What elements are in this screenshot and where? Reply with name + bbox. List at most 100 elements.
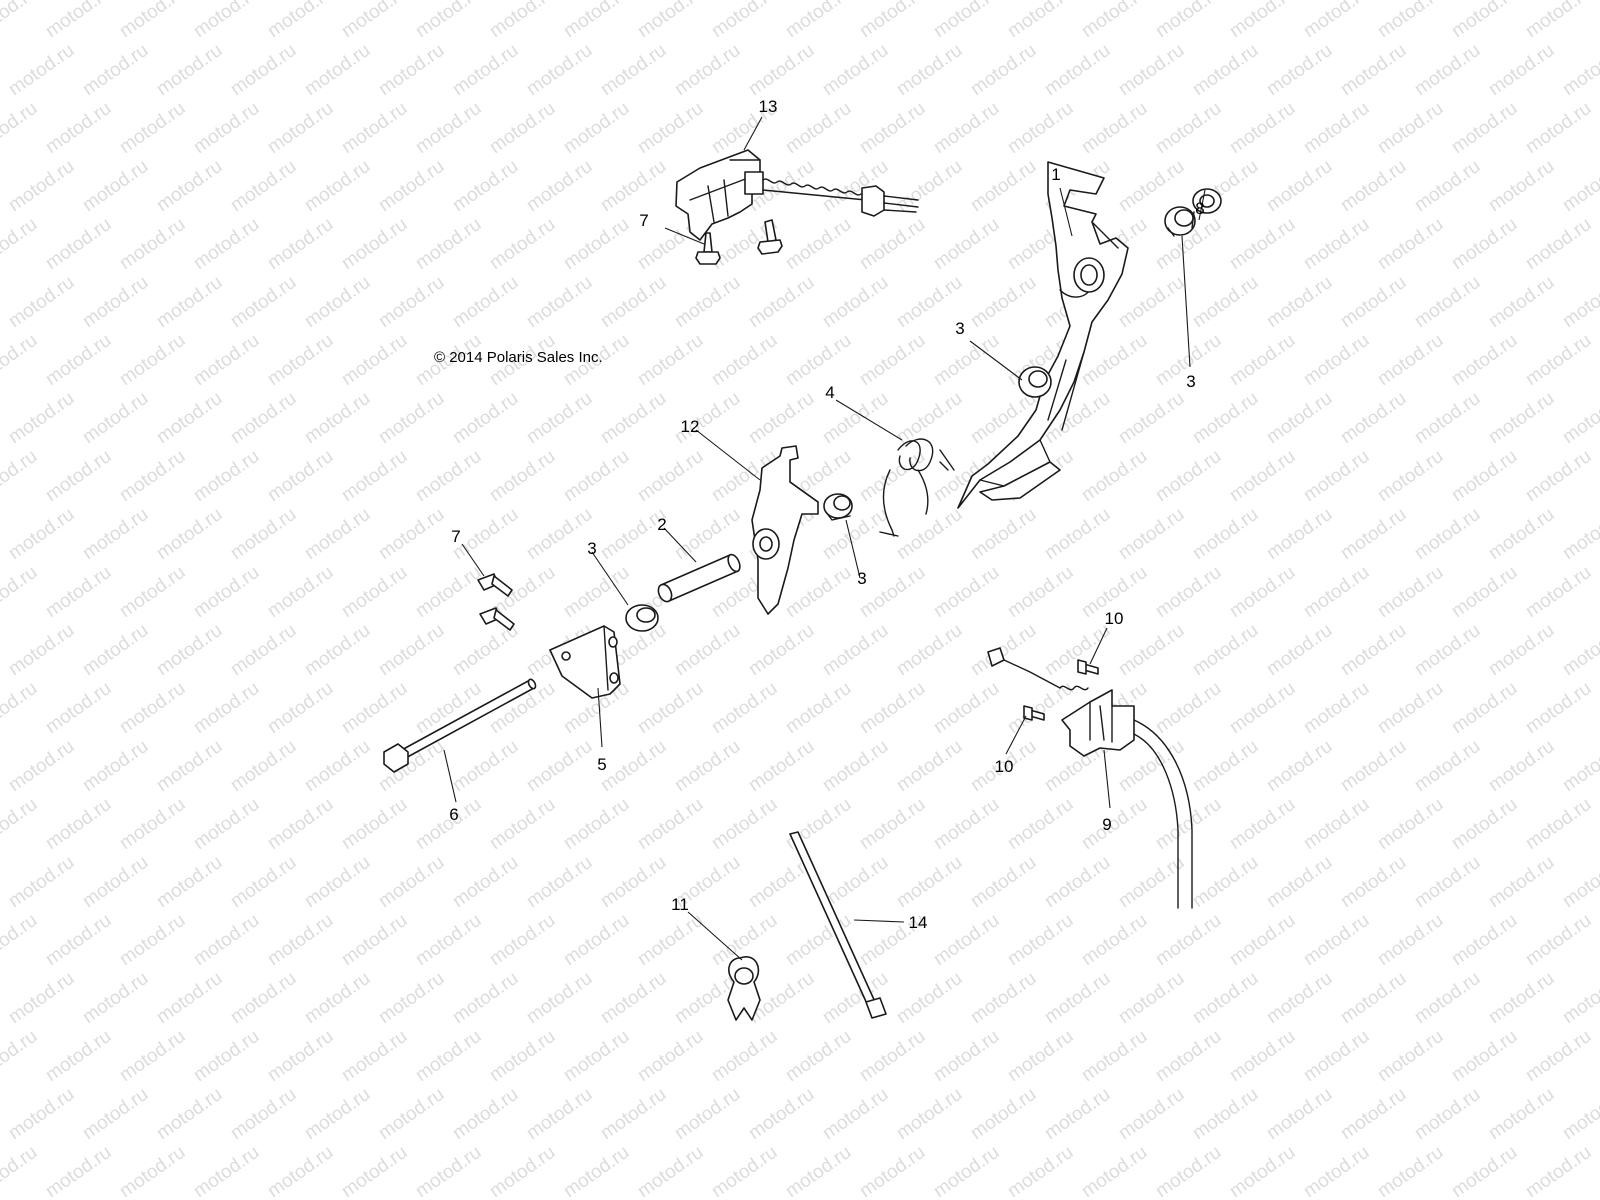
watermark-text: motod.ru [1596, 214, 1600, 274]
watermark-text: motod.ru [153, 40, 226, 100]
watermark-text: motod.ru [1226, 910, 1299, 970]
watermark-text: motod.ru [1337, 388, 1410, 448]
watermark-text: motod.ru [1522, 910, 1595, 970]
watermark-text: motod.ru [1485, 968, 1558, 1028]
watermark-text: motod.ru [1041, 504, 1114, 564]
watermark-text: motod.ru [856, 794, 929, 854]
watermark-text: motod.ru [338, 910, 411, 970]
watermark-text: motod.ru [634, 98, 707, 158]
watermark-text: motod.ru [819, 736, 892, 796]
watermark-text: motod.ru [708, 330, 781, 390]
watermark-text: motod.ru [782, 1142, 855, 1200]
watermark-text: motod.ru [967, 272, 1040, 332]
watermark-text: motod.ru [1559, 736, 1600, 796]
watermark-text: motod.ru [1448, 562, 1521, 622]
watermark-text: motod.ru [1263, 968, 1336, 1028]
watermark-text: motod.ru [708, 1026, 781, 1086]
watermark-text: motod.ru [1263, 1084, 1336, 1144]
watermark-text: motod.ru [597, 388, 670, 448]
watermark-text: motod.ru [1485, 736, 1558, 796]
watermark-text: motod.ru [1263, 852, 1336, 912]
watermark-text: motod.ru [1300, 1026, 1373, 1086]
watermark-text: motod.ru [116, 910, 189, 970]
callout-12: 12 [681, 417, 700, 436]
watermark-text: motod.ru [338, 794, 411, 854]
watermark-text: motod.ru [42, 330, 115, 390]
watermark-text: motod.ru [1596, 910, 1600, 970]
watermark-text: motod.ru [1004, 98, 1077, 158]
watermark-text: motod.ru [1596, 794, 1600, 854]
watermark-text: motod.ru [1522, 1142, 1595, 1200]
watermark-text: motod.ru [930, 98, 1003, 158]
watermark-text: motod.ru [634, 0, 707, 42]
watermark-text: motod.ru [1189, 736, 1262, 796]
part-11-clip [727, 956, 761, 1021]
watermark-text: motod.ru [671, 1084, 744, 1144]
watermark-text: motod.ru [449, 156, 522, 216]
watermark-text: motod.ru [1596, 446, 1600, 506]
watermark-text: motod.ru [1596, 678, 1600, 738]
watermark-text: motod.ru [1411, 156, 1484, 216]
watermark-text: motod.ru [375, 620, 448, 680]
watermark-text: motod.ru [1559, 272, 1600, 332]
watermark-text: motod.ru [227, 272, 300, 332]
watermark-text: motod.ru [375, 968, 448, 1028]
part-13-switch-assembly [675, 149, 919, 241]
watermark-text: motod.ru [1300, 794, 1373, 854]
watermark-text: motod.ru [42, 794, 115, 854]
watermark-text: motod.ru [338, 678, 411, 738]
watermark-text: motod.ru [1559, 504, 1600, 564]
watermark-text: motod.ru [153, 968, 226, 1028]
watermark-text: motod.ru [671, 40, 744, 100]
watermark-text: motod.ru [1522, 1026, 1595, 1086]
watermark-text: motod.ru [523, 504, 596, 564]
watermark-text: motod.ru [1374, 446, 1447, 506]
watermark-text: motod.ru [819, 272, 892, 332]
watermark-text: motod.ru [930, 330, 1003, 390]
watermark-text: motod.ru [1411, 736, 1484, 796]
watermark-text: motod.ru [116, 330, 189, 390]
watermark-text: motod.ru [1152, 910, 1225, 970]
watermark-text: motod.ru [5, 852, 78, 912]
watermark-text: motod.ru [893, 40, 966, 100]
watermark-text: motod.ru [1300, 214, 1373, 274]
watermark-text: motod.ru [893, 736, 966, 796]
watermark-text: motod.ru [1115, 620, 1188, 680]
watermark-text: motod.ru [0, 504, 4, 564]
watermark-text: motod.ru [264, 910, 337, 970]
watermark-text: motod.ru [5, 736, 78, 796]
watermark-text: motod.ru [1411, 1084, 1484, 1144]
watermark-text: motod.ru [782, 1026, 855, 1086]
watermark-text: motod.ru [560, 214, 633, 274]
watermark-text: motod.ru [264, 98, 337, 158]
watermark-text: motod.ru [1115, 388, 1188, 448]
watermark-text: motod.ru [1522, 446, 1595, 506]
part-14-cable-tie [789, 831, 887, 1019]
watermark-text: motod.ru [0, 678, 41, 738]
watermark-text: motod.ru [856, 0, 929, 42]
watermark-text: motod.ru [1226, 794, 1299, 854]
watermark-text: motod.ru [0, 1026, 41, 1086]
watermark-text: motod.ru [819, 40, 892, 100]
watermark-text: motod.ru [1300, 910, 1373, 970]
watermark-text: motod.ru [1078, 1142, 1151, 1200]
watermark-text: motod.ru [375, 388, 448, 448]
watermark-text: motod.ru [375, 504, 448, 564]
watermark-text: motod.ru [1078, 910, 1151, 970]
watermark-text: motod.ru [79, 852, 152, 912]
watermark-text: motod.ru [1411, 272, 1484, 332]
watermark-text: motod.ru [523, 852, 596, 912]
callout-3-right: 3 [1186, 372, 1195, 391]
watermark-text: motod.ru [116, 1026, 189, 1086]
watermark-text: motod.ru [1485, 504, 1558, 564]
leader-lines [443, 116, 1206, 961]
watermark-text: motod.ru [1226, 0, 1299, 42]
watermark-text: motod.ru [1115, 1084, 1188, 1144]
watermark-text: motod.ru [782, 214, 855, 274]
watermark-text: motod.ru [930, 214, 1003, 274]
watermark-text: motod.ru [1337, 736, 1410, 796]
watermark-text: motod.ru [486, 1142, 559, 1200]
watermark-text: motod.ru [893, 852, 966, 912]
watermark-text: motod.ru [116, 0, 189, 42]
watermark-text: motod.ru [1152, 562, 1225, 622]
